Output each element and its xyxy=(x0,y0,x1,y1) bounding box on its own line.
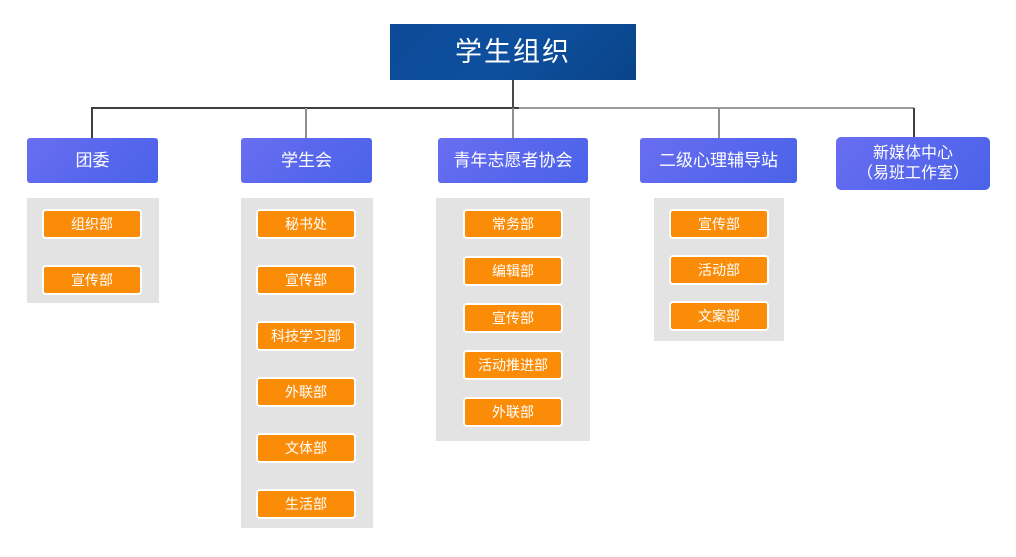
branch-node-label: 二级心理辅导站 xyxy=(659,150,778,170)
branch-node[interactable]: 二级心理辅导站 xyxy=(640,138,797,183)
branch-node[interactable]: 团委 xyxy=(27,138,158,183)
leaf-node[interactable]: 文体部 xyxy=(256,433,356,463)
connector-to-1 xyxy=(91,108,93,138)
leaf-node[interactable]: 秘书处 xyxy=(256,209,356,239)
leaf-node[interactable]: 编辑部 xyxy=(463,256,563,286)
leaf-node[interactable]: 生活部 xyxy=(256,489,356,519)
leaf-node[interactable]: 宣传部 xyxy=(669,209,769,239)
leaf-node-label: 编辑部 xyxy=(492,263,534,279)
leaf-node-label: 宣传部 xyxy=(492,310,534,326)
leaf-node-label: 宣传部 xyxy=(71,272,113,288)
leaf-node[interactable]: 组织部 xyxy=(42,209,142,239)
branch-node-sublabel: （易班工作室） xyxy=(856,164,969,182)
leaf-node-label: 活动推进部 xyxy=(478,357,548,373)
branch-node[interactable]: 学生会 xyxy=(241,138,372,183)
connector-to-3 xyxy=(512,108,514,138)
group-panel xyxy=(241,198,373,528)
leaf-node[interactable]: 外联部 xyxy=(463,397,563,427)
branch-node-label-wrap: 新媒体中心 （易班工作室） xyxy=(857,144,969,184)
branch-node-label: 学生会 xyxy=(281,150,332,170)
branch-node-label: 青年志愿者协会 xyxy=(453,150,573,170)
connector-to-2 xyxy=(305,108,307,138)
connector-to-4 xyxy=(718,108,720,138)
branch-node[interactable]: 新媒体中心 （易班工作室） xyxy=(836,137,990,190)
connector-horizontal-bus xyxy=(91,107,914,109)
org-root-label: 学生组织 xyxy=(455,36,571,67)
leaf-node-label: 秘书处 xyxy=(285,216,327,232)
leaf-node-label: 生活部 xyxy=(285,496,327,512)
leaf-node[interactable]: 文案部 xyxy=(669,301,769,331)
leaf-node[interactable]: 宣传部 xyxy=(256,265,356,295)
leaf-node-label: 常务部 xyxy=(492,216,534,232)
org-root-node[interactable]: 学生组织 xyxy=(390,24,636,80)
leaf-node[interactable]: 活动部 xyxy=(669,255,769,285)
leaf-node-label: 宣传部 xyxy=(698,216,740,232)
leaf-node-label: 科技学习部 xyxy=(271,328,341,344)
branch-node-label: 团委 xyxy=(75,150,110,170)
leaf-node-label: 活动部 xyxy=(698,262,740,278)
leaf-node[interactable]: 宣传部 xyxy=(463,303,563,333)
branch-node-label: 新媒体中心 xyxy=(872,144,953,162)
leaf-node-label: 组织部 xyxy=(71,216,113,232)
leaf-node[interactable]: 外联部 xyxy=(256,377,356,407)
leaf-node-label: 宣传部 xyxy=(285,272,327,288)
branch-node[interactable]: 青年志愿者协会 xyxy=(438,138,588,183)
leaf-node[interactable]: 常务部 xyxy=(463,209,563,239)
connector-to-5 xyxy=(913,108,915,137)
leaf-node[interactable]: 活动推进部 xyxy=(463,350,563,380)
leaf-node-label: 文案部 xyxy=(698,308,740,324)
leaf-node-label: 文体部 xyxy=(285,440,327,456)
connector-root-stem xyxy=(512,80,514,108)
leaf-node-label: 外联部 xyxy=(492,404,534,420)
leaf-node-label: 外联部 xyxy=(285,384,327,400)
leaf-node[interactable]: 科技学习部 xyxy=(256,321,356,351)
leaf-node[interactable]: 宣传部 xyxy=(42,265,142,295)
